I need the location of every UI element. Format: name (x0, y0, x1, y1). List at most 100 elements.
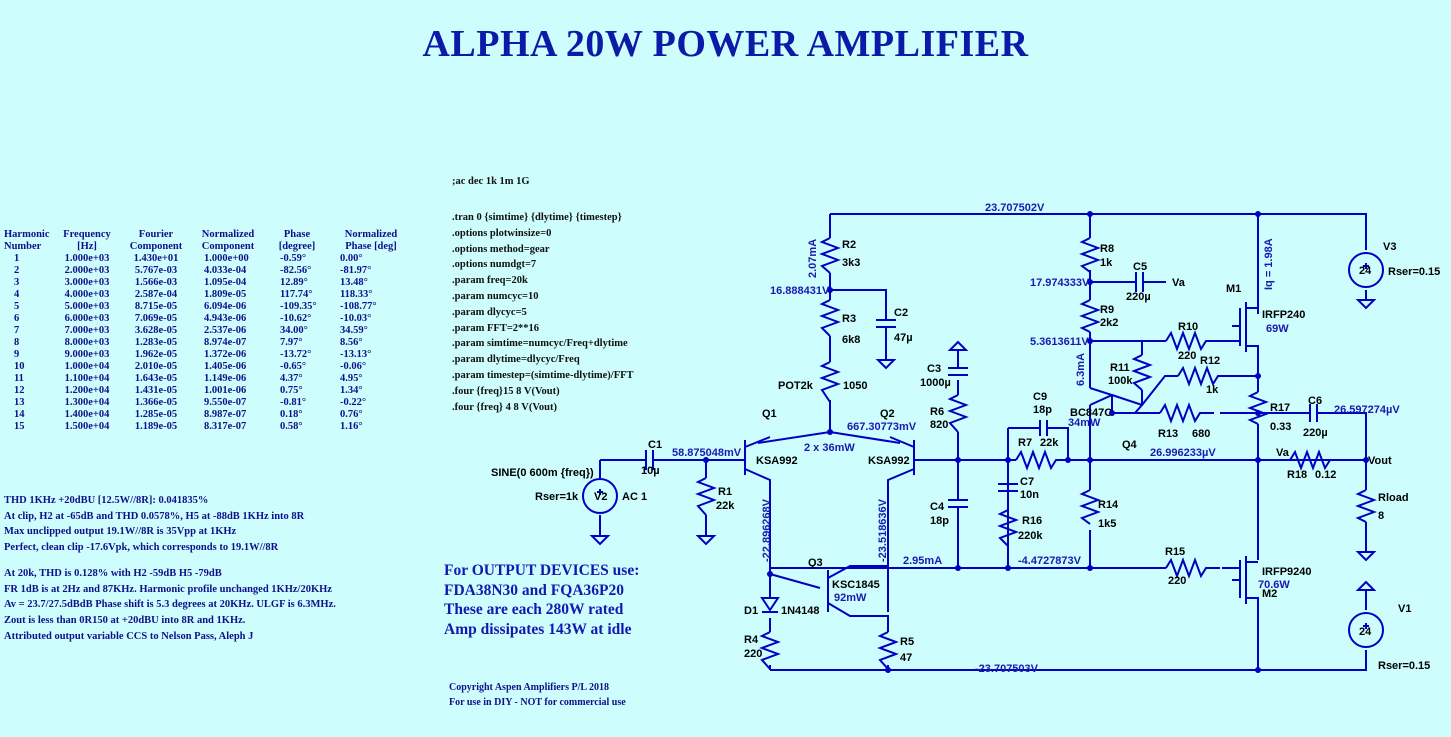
r7-value: 22k (1040, 437, 1059, 449)
p-m1: 69W (1266, 323, 1289, 335)
r10-value: 220 (1178, 350, 1196, 362)
table-cell: -10.03° (340, 313, 372, 324)
r9-label: R9 (1100, 304, 1114, 316)
table-cell: 3.628e-05 (134, 325, 178, 336)
net-vout: Vout (1368, 455, 1392, 467)
rload-label: Rload (1378, 492, 1409, 504)
table-cell: -0.65° (280, 361, 307, 372)
resistors (695, 237, 1377, 670)
harmonic-table: Harmonic Frequency Fourier Normalized Ph… (4, 229, 414, 433)
note-line: At clip, H2 at -65dB and THD 0.0578%, H5… (4, 510, 305, 522)
col-header: Component (129, 241, 183, 252)
p-m2: 70.6W (1258, 579, 1290, 591)
col-header: Number (4, 241, 42, 252)
table-cell: 1.34° (340, 385, 363, 396)
m1-label: M1 (1226, 283, 1241, 295)
table-cell: -13.13° (340, 349, 372, 360)
junction-dots (703, 211, 1369, 673)
capacitors (645, 272, 1318, 515)
harmonic-header-row-2: Number [Hz] Component Component [degree]… (4, 241, 414, 253)
col-header: Frequency (63, 229, 111, 240)
table-cell: 1.430e+01 (133, 253, 179, 264)
v-node-r9: 5.3613611V (1030, 336, 1089, 348)
notes-block-2: At 20k, THD is 0.128% with H2 -59dB H5 -… (4, 566, 336, 645)
table-cell: 2.000e+03 (64, 265, 110, 276)
r18-label: R18 (1287, 469, 1307, 481)
table-cell: 4.033e-04 (204, 265, 247, 276)
r16-value: 220k (1018, 530, 1043, 542)
r11-value: 100k (1108, 375, 1133, 387)
ac-directive: ;ac dec 1k 1m 1G (452, 176, 530, 187)
table-cell: 2.010e-05 (134, 361, 178, 372)
table-cell: 1.283e-05 (134, 337, 178, 348)
table-cell: -0.06° (340, 361, 367, 372)
v-q2b: 667.30773mV (847, 421, 917, 433)
table-cell: 7.069e-05 (134, 313, 178, 324)
c2-value: 47µ (894, 332, 913, 344)
rload-value: 8 (1378, 510, 1384, 522)
table-cell: 1.405e-06 (204, 361, 247, 372)
table-cell: 8.987e-07 (204, 409, 247, 420)
note-line: Copyright Aspen Amplifiers P/L 2018 (449, 682, 610, 693)
v-neg-node: -4.4727873V (1018, 555, 1082, 567)
table-cell: 14 (14, 409, 25, 420)
table-cell: 1.189e-05 (134, 421, 178, 432)
table-cell: 1.300e+04 (64, 397, 110, 408)
note-line: FDA38N30 and FQA36P20 (444, 581, 624, 599)
table-cell: 1.000e+03 (64, 253, 110, 264)
m1-value: IRFP240 (1262, 309, 1305, 321)
r1-value: 22k (716, 500, 735, 512)
table-cell: 1.000e+04 (64, 361, 110, 372)
table-cell: 1.001e-06 (204, 385, 247, 396)
col-header: Fourier (138, 229, 174, 240)
r12-label: R12 (1200, 355, 1220, 367)
table-cell: 8.56° (340, 337, 363, 348)
q2-value: KSA992 (868, 455, 910, 467)
q3-label: Q3 (808, 557, 823, 569)
v-rail-neg: -23.707503V (975, 663, 1039, 675)
i-q: Iq = 1.98A (1263, 238, 1275, 290)
note-line: Perfect, clean clip -17.6Vpk, which corr… (4, 542, 279, 554)
table-cell: -0.59° (280, 253, 307, 264)
r16-label: R16 (1022, 515, 1042, 527)
r13-label: R13 (1158, 428, 1178, 440)
m2-value: IRFP9240 (1262, 566, 1312, 578)
table-cell: -13.72° (280, 349, 312, 360)
v1-rser: Rser=0.15 (1378, 660, 1430, 672)
directive-line: .param dlycyc=5 (452, 306, 527, 318)
table-cell: 1.000e+00 (204, 253, 249, 264)
table-cell: 4.37° (280, 373, 303, 384)
table-cell: -0.81° (280, 397, 307, 408)
table-cell: 1.149e-06 (204, 373, 247, 384)
table-cell: 4 (14, 289, 20, 300)
r17-label: R17 (1270, 402, 1290, 414)
c4-label: C4 (930, 501, 945, 513)
table-cell: 13.48° (340, 277, 368, 288)
table-cell: 9.550e-07 (204, 397, 247, 408)
col-header: Component (201, 241, 255, 252)
table-cell: 6.000e+03 (64, 313, 110, 324)
v-node-r2: 16.888431V (770, 285, 830, 297)
col-header: [degree] (278, 241, 316, 252)
d1-label: D1 (744, 605, 758, 617)
annotations: 23.707502V -23.707503V 2.07mA 16.888431V… (672, 202, 1400, 675)
v-in: 58.875048mV (672, 447, 742, 459)
r11-label: R11 (1110, 362, 1130, 374)
table-cell: 118.33° (340, 289, 373, 300)
note-line: FR 1dB is at 2Hz and 87KHz. Harmonic pro… (4, 583, 332, 595)
ground-symbols (589, 299, 1377, 600)
q3-value: KSC1845 (832, 579, 880, 591)
table-cell: 1.400e+04 (64, 409, 110, 420)
note-line: These are each 280W rated (444, 601, 624, 618)
table-cell: 4.943e-06 (204, 313, 247, 324)
table-cell: 1.566e-03 (134, 277, 178, 288)
directive-line: .four {freq}15 8 V(Vout) (452, 385, 560, 397)
v-q1c: -22.896268V (761, 498, 773, 562)
transistors (582, 252, 1384, 648)
